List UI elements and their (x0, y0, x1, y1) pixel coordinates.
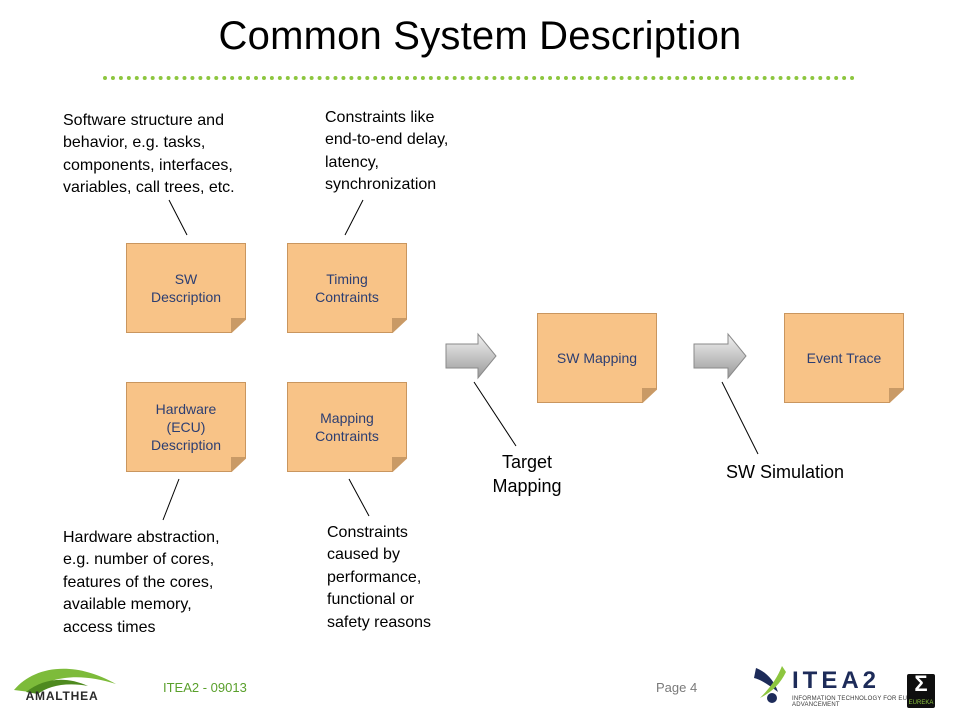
hardware-description-label: Hardware (ECU) Description (150, 400, 222, 454)
project-id: ITEA2 - 09013 (163, 680, 247, 695)
callout-line-mapping (348, 478, 370, 517)
callout-line-sw (168, 199, 188, 236)
timing-constraints-label: Timing Contraints (315, 270, 379, 305)
amalthea-logo (14, 668, 116, 694)
amalthea-logo-text: AMALTHEA (25, 689, 99, 703)
callout-line-timing (344, 199, 364, 236)
callout-line-simulation (721, 381, 759, 455)
event-trace-note: Event Trace (784, 313, 904, 403)
eureka-logo-text: EUREKA (908, 700, 934, 706)
sw-mapping-label: SW Mapping (556, 349, 638, 366)
callout-line-target (473, 381, 517, 447)
hardware-callout: Hardware abstraction, e.g. number of cor… (63, 529, 220, 636)
sw-description-label: SW Description (150, 270, 222, 305)
eureka-logo (907, 674, 935, 708)
sw-mapping-note: SW Mapping (537, 313, 657, 403)
eureka-sigma-icon: Σ (914, 671, 928, 696)
mapping-callout: Constraints caused by performance, funct… (327, 524, 432, 631)
callout-line-hardware (162, 478, 180, 521)
itea2-logo-text: ITEA2 (792, 667, 881, 694)
arrow-to-trace (693, 332, 747, 380)
event-trace-label: Event Trace (806, 349, 882, 366)
sw-structure-callout: Software structure and behavior, e.g. ta… (63, 112, 235, 197)
sw-simulation-label: SW Simulation (725, 462, 845, 482)
slide-title: Common System Description (218, 14, 742, 58)
itea2-logo-mark (754, 666, 786, 703)
hardware-description-note: Hardware (ECU) Description (126, 382, 246, 472)
sw-description-note: SW Description (126, 243, 246, 333)
itea2-tagline: INFORMATION TECHNOLOGY FOR EUROPEAN ADVA… (792, 696, 934, 708)
page-number: Page 4 (656, 680, 698, 695)
arrow-to-mapping (445, 332, 497, 380)
target-mapping-label: Target Mapping (492, 452, 562, 497)
mapping-constraints-label: Mapping Contraints (315, 409, 379, 444)
mapping-constraints-note: Mapping Contraints (287, 382, 407, 472)
title-divider (103, 76, 855, 80)
timing-constraints-note: Timing Contraints (287, 243, 407, 333)
timing-callout: Constraints like end-to-end delay, laten… (325, 109, 449, 194)
